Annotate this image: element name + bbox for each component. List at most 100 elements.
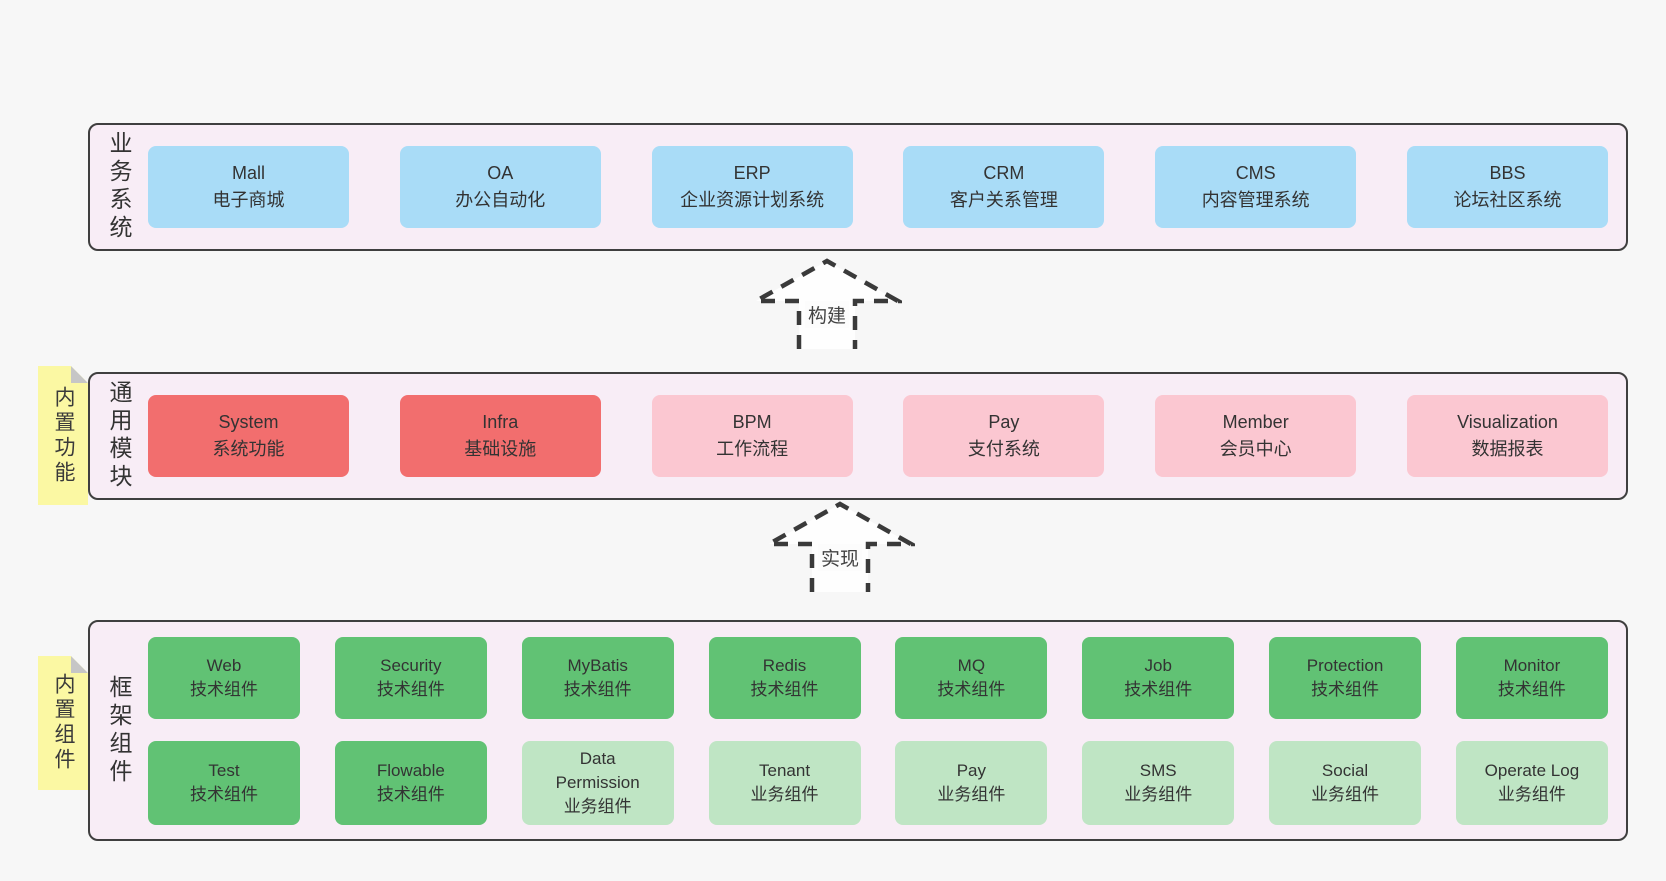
box-title: Protection [1306,655,1384,675]
box-title: Monitor [1503,655,1561,675]
sticky-note-built-in-components: 内置组件 [38,656,88,790]
layer-side-label: 通用模块 [90,374,148,498]
box-mq: MQ 技术组件 [895,636,1048,719]
box-subtitle: 技术组件 [376,679,445,699]
note-fold-corner [71,366,88,383]
box-subtitle: 业务组件 [1497,784,1566,804]
box-subtitle: 技术组件 [1124,679,1193,699]
box-title: System [218,412,279,432]
box-title: CMS [1235,163,1276,183]
sticky-note-label: 内置功能 [52,385,75,486]
box-title: Data Permission [555,748,640,792]
box-title: Flowable [376,760,445,780]
box-title: SMS [1139,760,1177,780]
box-subtitle: 办公自动化 [455,190,546,210]
layer-side-label-text: 通用模块 [106,380,132,492]
box-title: Test [208,760,240,780]
box-title: Visualization [1457,412,1558,432]
component-row-1: Web 技术组件 Security 技术组件 MyBatis 技术组件 Redi… [148,636,1608,719]
box-operate-log: Operate Log 业务组件 [1455,740,1608,825]
box-subtitle: 数据报表 [1471,439,1544,459]
box-protection: Protection 技术组件 [1269,636,1422,719]
arrow-build: 构建 [747,257,907,349]
box-title: CRM [983,163,1025,183]
box-title: Pay [956,760,987,780]
box-title: Operate Log [1484,760,1580,780]
box-subtitle: 论坛社区系统 [1453,190,1562,210]
box-title: Member [1222,412,1289,432]
box-social: Social 业务组件 [1269,740,1422,825]
box-subtitle: 系统功能 [212,439,285,459]
box-title: Social [1321,760,1369,780]
note-fold-corner [71,656,88,673]
box-subtitle: 技术组件 [563,679,632,699]
box-subtitle: 业务组件 [1311,784,1380,804]
sticky-note-built-in-features: 内置功能 [38,366,88,505]
box-flowable: Flowable 技术组件 [334,740,487,825]
box-mall: Mall 电子商城 [148,146,349,228]
box-tenant: Tenant 业务组件 [708,740,861,825]
box-title: Security [380,655,442,675]
layer-side-label-text: 框架组件 [106,674,132,787]
box-subtitle: 技术组件 [750,679,819,699]
box-subtitle: 工作流程 [716,439,789,459]
box-title: Redis [762,655,807,675]
box-bbs: BBS 论坛社区系统 [1406,146,1608,228]
layer-business-systems: 业务系统 Mall 电子商城 OA 办公自动化 ERP 企业资源计划系统 CRM… [88,123,1628,251]
box-subtitle: 电子商城 [212,190,285,210]
box-title: Web [206,655,242,675]
arrow-implement: 实现 [760,500,920,592]
box-subtitle: 技术组件 [937,679,1006,699]
box-oa: OA 办公自动化 [399,146,601,228]
box-title: Infra [482,412,519,432]
arrow-label: 实现 [817,544,863,571]
box-title: MQ [957,655,986,675]
box-title: MyBatis [567,655,628,675]
box-test: Test 技术组件 [148,740,300,825]
box-title: Tenant [759,760,811,780]
box-member: Member 会员中心 [1155,395,1357,477]
box-title: Mall [231,163,265,183]
box-subtitle: 技术组件 [376,784,445,804]
box-title: ERP [733,163,771,183]
layer-common-modules: 通用模块 System 系统功能 Infra 基础设施 BPM 工作流程 Pay… [88,372,1628,500]
box-data-permission: Data Permission 业务组件 [521,740,674,825]
box-sms: SMS 业务组件 [1082,740,1235,825]
box-erp: ERP 企业资源计划系统 [651,146,853,228]
box-subtitle: 支付系统 [967,439,1040,459]
box-title: Job [1144,655,1172,675]
box-security: Security 技术组件 [334,636,487,719]
box-subtitle: 企业资源计划系统 [680,190,825,210]
box-title: BPM [732,412,772,432]
layer-side-label: 业务系统 [90,125,148,249]
box-title: OA [487,163,514,183]
layer-content: System 系统功能 Infra 基础设施 BPM 工作流程 Pay 支付系统… [148,374,1626,498]
box-subtitle: 内容管理系统 [1201,190,1310,210]
box-cms: CMS 内容管理系统 [1155,146,1357,228]
arrow-label: 构建 [804,301,850,328]
box-redis: Redis 技术组件 [708,636,861,719]
box-subtitle: 业务组件 [937,784,1006,804]
layer-content: Web 技术组件 Security 技术组件 MyBatis 技术组件 Redi… [148,622,1626,839]
box-pay-component: Pay 业务组件 [895,740,1048,825]
layer-side-label-text: 业务系统 [106,131,132,243]
box-subtitle: 技术组件 [1311,679,1380,699]
box-pay-system: Pay 支付系统 [903,395,1105,477]
box-subtitle: 业务组件 [750,784,819,804]
box-subtitle: 业务组件 [1124,784,1193,804]
box-infra: Infra 基础设施 [399,395,601,477]
box-subtitle: 业务组件 [563,796,632,816]
box-bpm: BPM 工作流程 [651,395,853,477]
box-crm: CRM 客户关系管理 [903,146,1105,228]
sticky-note-label: 内置组件 [52,673,75,773]
box-title: Pay [988,412,1020,432]
box-web: Web 技术组件 [148,636,300,719]
layer-framework-components: 框架组件 Web 技术组件 Security 技术组件 MyBatis 技术组件… [88,620,1628,841]
box-visualization: Visualization 数据报表 [1406,395,1608,477]
box-subtitle: 会员中心 [1219,439,1292,459]
box-subtitle: 技术组件 [190,679,258,699]
box-mybatis: MyBatis 技术组件 [521,636,674,719]
box-subtitle: 基础设施 [464,439,537,459]
box-subtitle: 技术组件 [1497,679,1566,699]
